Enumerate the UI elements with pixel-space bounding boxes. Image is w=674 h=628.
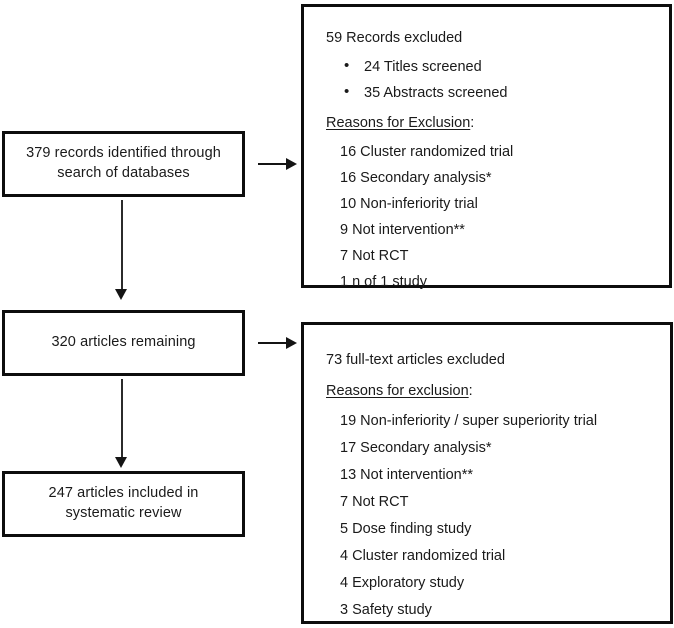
panel-records-excluded-heading: 59 Records excluded [326,30,463,46]
panel-records-excluded-subheading-colon: : [470,115,475,131]
panel-fulltext-excluded: 73 full-text articles excluded Reasons f… [301,322,673,624]
node-articles-included: 247 articles included in systematic revi… [2,471,245,537]
node-articles-included-line2: systematic review [65,505,182,521]
list-item: 9 Not intervention** [340,222,465,238]
panel-fulltext-excluded-subheading: Reasons for exclusion: [326,378,656,405]
panel-records-excluded-bullets: 24 Titles screened 35 Abstracts screened [326,53,655,106]
node-articles-included-label: 247 articles included in systematic revi… [41,484,207,523]
list-item: 4 Exploratory study [340,575,465,591]
arrow-records-to-excluded-head-icon [286,158,297,170]
list-item: 24 Titles screened [326,53,655,80]
node-articles-included-line1: 247 articles included in [48,485,199,502]
list-item: 16 Cluster randomized trial [340,144,514,160]
list-item: 16 Secondary analysis* [340,170,492,186]
node-records-identified-line2: search of databases [57,165,190,181]
list-item: 1 n of 1 study [340,274,428,290]
list-item: 3 Safety study [340,602,432,618]
arrow-records-to-remaining-head-icon [115,289,127,300]
list-item: 4 Cluster randomized trial [340,548,506,564]
arrow-remaining-to-included-line [121,379,123,458]
panel-records-excluded-subheading-text: Reasons for Exclusion [326,115,471,131]
panel-records-excluded-subheading: Reasons for Exclusion: [326,110,655,136]
list-item: 1 Bayesian statistics [326,624,656,628]
node-articles-remaining: 320 articles remaining [2,310,245,376]
arrow-records-to-excluded-line [258,163,288,165]
node-articles-remaining-label: 320 articles remaining [43,333,203,353]
node-articles-remaining-line1: 320 articles remaining [51,334,196,351]
list-item: 5 Dose finding study [340,521,472,537]
list-item: 35 Abstracts screened [326,79,655,106]
list-item: 13 Not intervention** [340,467,473,483]
list-item: 17 Secondary analysis* [340,440,492,456]
arrow-remaining-to-excluded-head-icon [286,337,297,349]
panel-records-excluded-reasons: 16 Cluster randomized trial 16 Secondary… [326,139,655,295]
panel-fulltext-excluded-subheading-colon: : [468,383,473,399]
node-records-identified: 379 records identified through search of… [2,131,245,197]
node-records-identified-line1: 379 records identified through [26,145,221,162]
panel-fulltext-excluded-content: 73 full-text articles excluded Reasons f… [304,325,670,628]
panel-records-excluded-content: 59 Records excluded 24 Titles screened 3… [304,7,669,305]
panel-fulltext-excluded-reasons: 19 Non-inferiority / super superiority t… [326,408,656,628]
node-records-identified-label: 379 records identified through search of… [18,144,229,183]
arrow-records-to-remaining-line [121,200,123,290]
list-item: 7 Not RCT [340,494,409,510]
list-item: 10 Non-inferiority trial [340,196,478,212]
panel-fulltext-excluded-heading: 73 full-text articles excluded [326,352,505,368]
list-item: 7 Not RCT [340,248,409,264]
panel-fulltext-excluded-subheading-text: Reasons for exclusion [326,383,469,399]
arrow-remaining-to-excluded-line [258,342,288,344]
panel-records-excluded: 59 Records excluded 24 Titles screened 3… [301,4,672,290]
arrow-remaining-to-included-head-icon [115,457,127,468]
list-item: 19 Non-inferiority / super superiority t… [340,413,598,429]
